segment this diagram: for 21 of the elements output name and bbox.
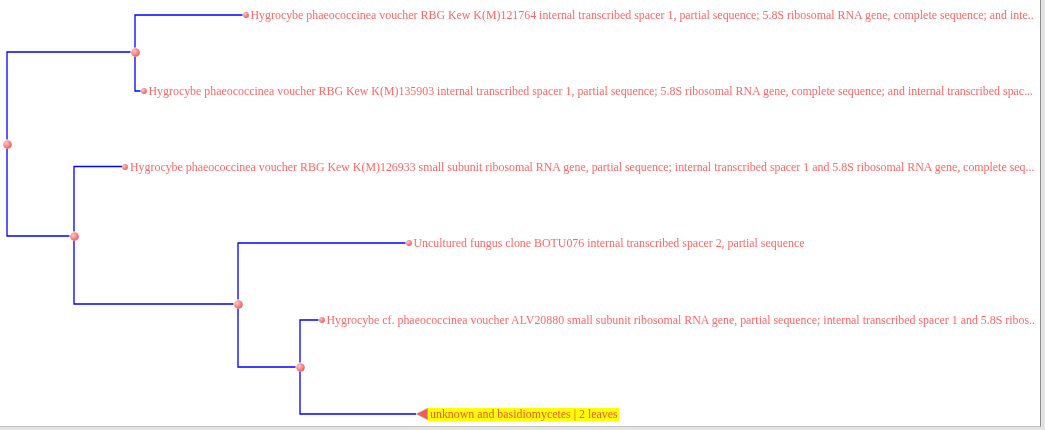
internal-node-dot: [295, 362, 305, 372]
sequence-label: Hygrocybe phaeococcinea voucher RBG Kew K(M)135903 internal transcribed spacer 1, partial sequence; 5.8S ribosomal RNA gene, complete sequence; and internal transcribed spac...: [148, 84, 1034, 98]
internal-node-dot: [2, 139, 12, 149]
tree-branch: [73, 165, 123, 233]
tree-branch: [237, 242, 407, 301]
collapsed-clade-label: unknown and basidiomycetes | 2 leaves: [428, 407, 619, 421]
tree-branch: [73, 239, 235, 305]
internal-node-dot: [69, 231, 79, 241]
tree-branch: [299, 319, 320, 364]
sequence-label: Uncultured fungus clone BOTU076 internal transcribed spacer 2, partial sequence: [413, 236, 805, 250]
sequence-label: Hygrocybe phaeococcinea voucher RBG Kew K(M)121764 internal transcribed spacer 1, partial sequence; 5.8S ribosomal RNA gene, complete sequence; and inte..: [250, 8, 1034, 22]
internal-node-dot: [130, 47, 140, 57]
tree-branch: [237, 307, 297, 368]
sequence-label: Hygrocybe phaeococcinea voucher RBG Kew K(M)126933 small subunit ribosomal RNA gene, partial sequence; internal transcribed spacer 1 and 5.8S ribosomal RNA gene, complete seq...: [130, 159, 1035, 174]
tree-branch: [6, 147, 71, 237]
tree-branch: [299, 370, 417, 415]
internal-node-dot: [233, 299, 243, 309]
tree-branch: [134, 55, 142, 92]
tree-branch: [6, 51, 132, 141]
tree-branch: [134, 14, 244, 49]
sequence-label: Hygrocybe cf. phaeococcinea voucher ALV20880 small subunit ribosomal RNA gene, partial sequence; internal transcribed spacer 1 and 5.8S ribos..: [326, 313, 1035, 327]
